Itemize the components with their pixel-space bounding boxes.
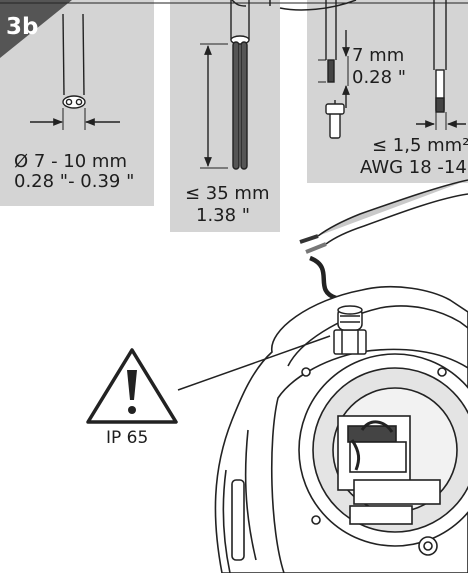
cable-drawing — [299, 179, 468, 254]
step-badge — [0, 0, 72, 58]
strip-length-in: 1.38 " — [196, 205, 251, 226]
previous-step-fragment — [0, 0, 468, 11]
housing-drawing — [214, 285, 468, 573]
cable-gland — [333, 305, 367, 355]
panel-strip-length — [170, 0, 280, 232]
wire-strip-in: 0.28 " — [352, 67, 407, 88]
cable-diameter-in: 0.28 "- 0.39 " — [14, 171, 135, 192]
wire-section-mm2: ≤ 1,5 mm² — [372, 135, 468, 156]
wire-strip-drawing — [318, 0, 466, 139]
strip-length-drawing — [200, 0, 250, 170]
ip-rating-label: IP 65 — [106, 428, 149, 448]
cable-diameter-drawing — [30, 13, 120, 130]
cable-diameter-mm: Ø 7 - 10 mm — [14, 151, 127, 172]
warning-icon — [86, 335, 331, 424]
step-label: 3b — [6, 14, 39, 40]
strip-length-mm: ≤ 35 mm — [185, 183, 270, 204]
wire-section-awg: AWG 18 -14 — [360, 157, 467, 178]
wire-strip-mm: 7 mm — [352, 45, 405, 66]
